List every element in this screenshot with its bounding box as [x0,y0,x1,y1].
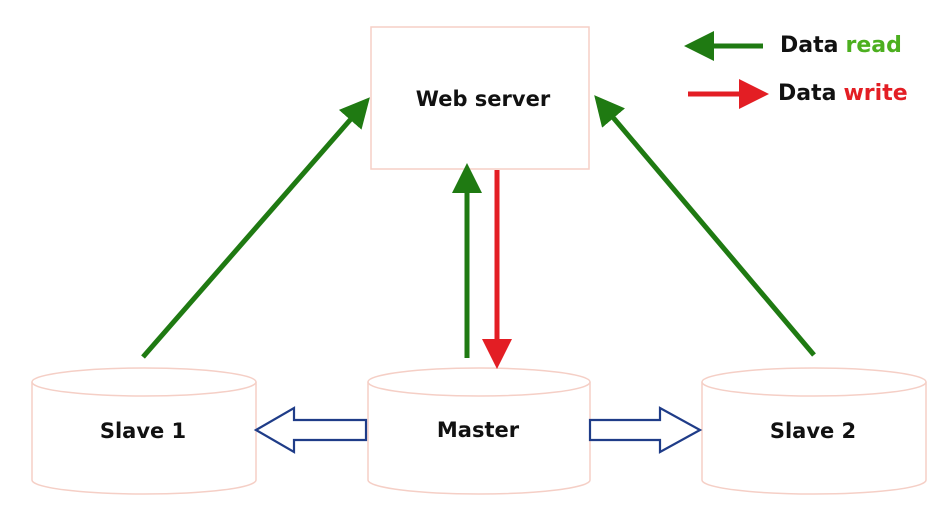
master-label: Master [436,418,520,442]
replication-arrow-to-slave2 [588,406,703,454]
legend-read: Data read [780,33,902,58]
master-cylinder [367,367,591,495]
replication-arrow-to-slave1 [253,406,368,454]
slave2-label: Slave 2 [769,419,857,443]
legend-write-prefix: Data [778,81,837,106]
legend-write-accent: write [843,81,908,106]
legend-read-prefix: Data [780,33,839,58]
web-server-box [370,26,590,170]
legend-read-accent: read [845,33,902,58]
legend-write: Data write [778,81,908,106]
slave1-label: Slave 1 [99,419,187,443]
read-arrow-slave1 [141,97,370,359]
slave1-cylinder [31,367,257,495]
read-arrow-slave2 [594,95,816,357]
slave2-cylinder [701,367,927,495]
web-server-label: Web server [415,87,551,111]
